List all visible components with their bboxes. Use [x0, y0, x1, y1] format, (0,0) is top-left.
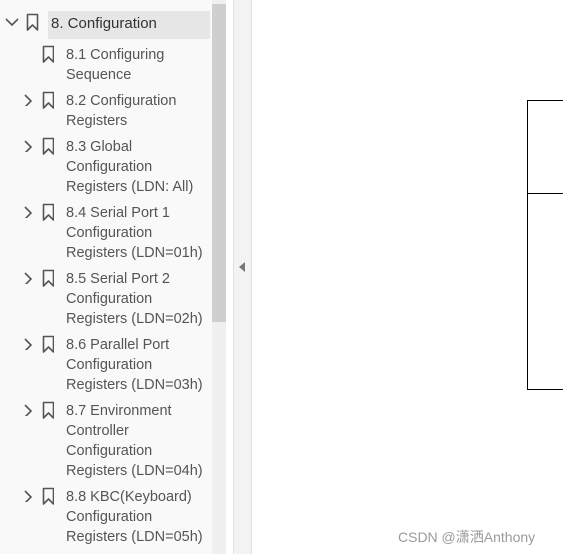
scrollbar-thumb[interactable]: [212, 4, 226, 322]
bookmark-label: 8.1 Configuring Sequence: [66, 47, 165, 83]
bookmarks-panel: 8. Configuration 8.1 Configuring Sequenc…: [0, 0, 212, 554]
chevron-right-icon[interactable]: [22, 404, 34, 416]
bookmark-label: 8.7 Environment Controller Configuration…: [66, 403, 203, 479]
bookmark-icon: [42, 91, 54, 109]
chevron-right-icon[interactable]: [22, 94, 34, 106]
collapse-panel-icon[interactable]: [239, 262, 245, 272]
bookmark-label: 8.2 Configuration Registers: [66, 93, 177, 129]
bookmark-label: 8.4 Serial Port 1 Configuration Register…: [66, 205, 203, 261]
chevron-right-icon[interactable]: [22, 338, 34, 350]
bookmark-item[interactable]: 8.3 Global Configuration Registers (LDN:…: [0, 137, 212, 197]
bookmark-item[interactable]: 8.7 Environment Controller Configuration…: [0, 401, 212, 481]
bookmark-item-configuration[interactable]: 8. Configuration: [48, 11, 210, 39]
bookmark-item[interactable]: 8.5 Serial Port 2 Configuration Register…: [0, 269, 212, 329]
chevron-right-icon[interactable]: [22, 490, 34, 502]
bookmark-icon: [42, 269, 54, 287]
bookmark-label: 8.5 Serial Port 2 Configuration Register…: [66, 271, 203, 327]
bookmark-item[interactable]: 8.4 Serial Port 1 Configuration Register…: [0, 203, 212, 263]
chevron-right-icon[interactable]: [22, 272, 34, 284]
bookmark-item[interactable]: 8.6 Parallel Port Configuration Register…: [0, 335, 212, 395]
document-table: [527, 100, 563, 390]
chevron-down-icon[interactable]: [5, 16, 19, 28]
bookmark-icon: [42, 335, 54, 353]
bookmark-label: 8.6 Parallel Port Configuration Register…: [66, 337, 203, 393]
bookmark-icon: [42, 137, 54, 155]
bookmark-label: 8. Configuration: [51, 15, 157, 32]
chevron-right-icon[interactable]: [22, 140, 34, 152]
panel-splitter[interactable]: [233, 0, 252, 554]
bookmark-item[interactable]: 8.8 KBC(Keyboard) Configuration Register…: [0, 487, 212, 547]
watermark: CSDN @潇洒Anthony: [398, 529, 536, 545]
table-divider: [528, 193, 563, 194]
bookmark-icon: [42, 45, 54, 63]
bookmark-item[interactable]: 8.2 Configuration Registers: [0, 91, 212, 131]
bookmark-item[interactable]: 8.1 Configuring Sequence: [0, 45, 212, 85]
bookmark-icon: [26, 13, 39, 31]
bookmark-icon: [42, 401, 54, 419]
sidebar-scrollbar[interactable]: [212, 0, 226, 554]
chevron-right-icon[interactable]: [22, 206, 34, 218]
bookmark-icon: [42, 203, 54, 221]
bookmark-label: 8.3 Global Configuration Registers (LDN:…: [66, 139, 194, 195]
bookmark-icon: [42, 487, 54, 505]
bookmark-label: 8.8 KBC(Keyboard) Configuration Register…: [66, 489, 203, 545]
